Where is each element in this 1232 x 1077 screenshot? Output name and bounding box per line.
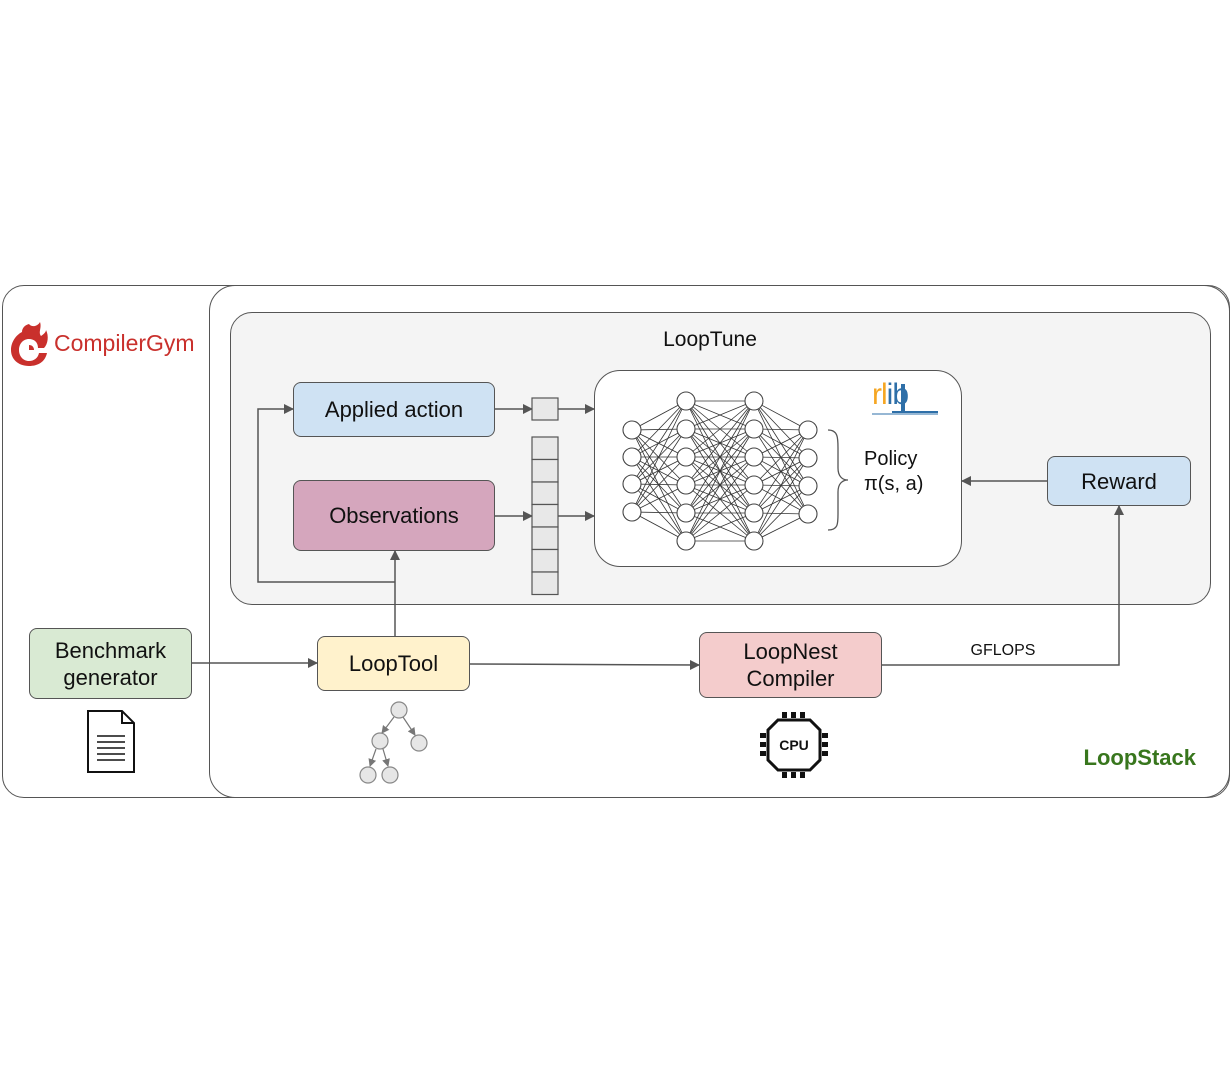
nn-neuron: [798, 420, 818, 440]
nn-neuron: [622, 447, 642, 467]
nn-neuron: [744, 419, 764, 439]
loopnest-compiler-box: LoopNest Compiler: [699, 632, 882, 698]
arrow-loopnest-to-reward: [882, 505, 1124, 666]
nn-neuron: [744, 475, 764, 495]
looptool-label: LoopTool: [348, 651, 439, 676]
nn-connection: [631, 429, 687, 514]
nn-connection: [753, 429, 809, 486]
rllib-logo-rl: rl: [872, 378, 888, 411]
arrow-looptool-to-applied-action: [257, 404, 395, 583]
loopstack-title: LoopStack: [1083, 745, 1196, 770]
observations-label: Observations: [329, 503, 459, 528]
nn-connection: [685, 456, 755, 542]
brace-icon: [827, 429, 849, 531]
nn-neuron: [676, 447, 696, 467]
reward-label: Reward: [1081, 468, 1157, 494]
nn-connection: [685, 400, 755, 542]
nn-connection: [631, 400, 687, 458]
nn-neuron: [798, 476, 818, 496]
nn-connection: [631, 456, 687, 542]
nn-neuron: [676, 475, 696, 495]
arrow-looptool-to-loopnest: [469, 659, 700, 670]
document-icon: [87, 710, 135, 773]
compilergym-logo-icon: [11, 322, 48, 366]
nn-connection: [631, 400, 687, 513]
rllib-mark-icon: [872, 384, 938, 415]
nn-neuron: [622, 502, 642, 522]
gflops-edge-label: GFLOPS: [970, 642, 1036, 659]
nn-neuron: [622, 420, 642, 440]
benchmark-label-line1: Benchmark: [54, 637, 167, 663]
nn-connection: [631, 400, 687, 431]
looptune-title: LoopTune: [663, 328, 757, 351]
nn-connection: [753, 429, 809, 542]
nn-connection: [753, 457, 809, 542]
nn-connection: [631, 428, 687, 513]
policy-label-line1: Policy: [864, 448, 918, 470]
nn-connection: [685, 484, 755, 542]
nn-neuron: [676, 503, 696, 523]
nn-neuron: [798, 448, 818, 468]
nn-connection: [685, 400, 755, 486]
neural-network-icon: [622, 391, 818, 551]
loopnest-label-line2: Compiler: [746, 666, 835, 691]
nn-neuron: [744, 503, 764, 523]
compilergym-wordmark-part2: Gym: [146, 330, 195, 356]
nn-connection: [753, 485, 809, 542]
nn-neuron: [798, 504, 818, 524]
nn-connection: [753, 429, 809, 458]
nn-neuron: [744, 531, 764, 551]
tree-icon: [359, 701, 428, 784]
nn-connection: [685, 400, 755, 430]
nn-connection: [631, 456, 687, 513]
nn-neuron: [676, 531, 696, 551]
nn-connection: [685, 400, 755, 458]
observations-box: Observations: [293, 480, 495, 551]
nn-neuron: [744, 447, 764, 467]
cpu-chip-icon: CPU: [760, 712, 828, 778]
cpu-label: CPU: [779, 737, 809, 753]
benchmark-generator-box: Benchmark generator: [29, 628, 192, 699]
observation-vector: [531, 436, 559, 596]
action-vector: [531, 397, 559, 421]
loopnest-label-line1: LoopNest: [743, 639, 838, 664]
nn-connection: [631, 484, 687, 513]
nn-neuron: [676, 419, 696, 439]
nn-neuron: [676, 391, 696, 411]
nn-connection: [753, 513, 809, 542]
nn-connection: [685, 400, 755, 514]
benchmark-label-line2: generator: [63, 664, 158, 690]
looptool-box: LoopTool: [317, 636, 470, 691]
nn-neuron: [622, 474, 642, 494]
policy-label: Policy π(s, a): [864, 447, 923, 497]
compilergym-logo: [8, 318, 210, 368]
policy-label-line2: π(s, a): [864, 473, 924, 495]
reward-box: Reward: [1047, 456, 1191, 506]
nn-neuron: [744, 391, 764, 411]
compilergym-wordmark: CompilerGym: [54, 330, 195, 357]
nn-connection: [631, 429, 687, 486]
nn-connection: [631, 511, 687, 542]
flow-arrows: [192, 404, 1124, 670]
applied-action-box: Applied action: [293, 382, 495, 437]
nn-connection: [631, 429, 687, 458]
compilergym-wordmark-part1: Compiler: [54, 330, 147, 356]
nn-connection: [753, 400, 809, 431]
nn-connection: [631, 400, 687, 485]
nn-connection: [685, 428, 755, 542]
nn-connection: [753, 429, 809, 514]
nn-connection: [685, 512, 755, 542]
applied-action-label: Applied action: [324, 397, 464, 422]
policy-network-panel: [594, 370, 962, 567]
